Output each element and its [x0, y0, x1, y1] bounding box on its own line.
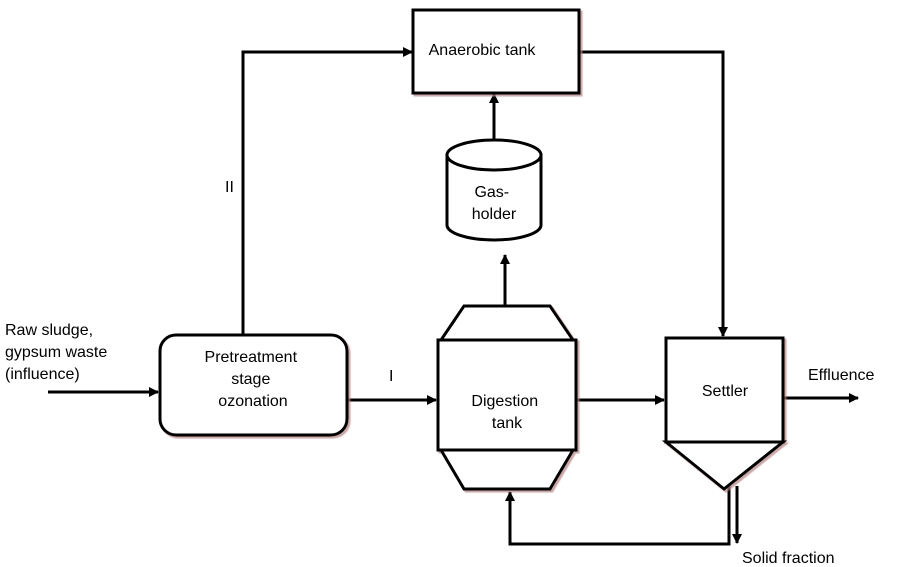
anaerobic-tank-label: Anaerobic tank	[429, 42, 537, 59]
solid-fraction-label: Solid fraction	[742, 550, 835, 567]
input-label: Raw sludge, gypsum waste (influence)	[5, 322, 112, 383]
anaerobic-tank-box	[411, 8, 581, 95]
digestion-tank-label: Digestion tank	[471, 393, 542, 432]
effluence-label: Effluence	[808, 367, 875, 384]
route-2-line	[241, 47, 413, 335]
digestion-tank-vessel	[436, 304, 578, 491]
gasholder-label: Gas- holder	[472, 184, 517, 223]
settler-vessel	[661, 336, 788, 491]
pretreatment-box	[158, 333, 349, 437]
route-1-label: I	[389, 368, 393, 385]
pretreatment-label: Pretreatment stage ozonation	[205, 349, 302, 410]
recycle-line	[505, 486, 731, 546]
gasholder-cylinder	[445, 138, 543, 242]
route-2-label: II	[225, 179, 234, 196]
settler-label: Settler	[702, 383, 749, 400]
anaerobic-to-settler-line	[580, 50, 728, 337]
